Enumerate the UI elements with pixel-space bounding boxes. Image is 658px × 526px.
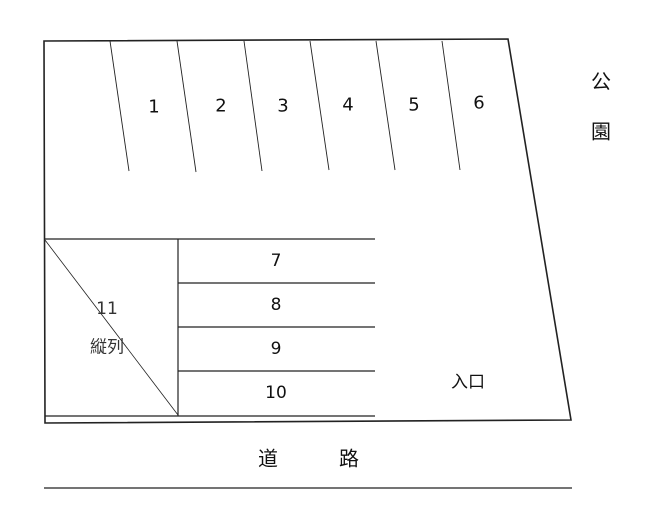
- space-label-11: 11: [96, 299, 118, 319]
- space-label-3: 3: [277, 95, 289, 117]
- space-label-5: 5: [408, 94, 420, 116]
- tandem-note: 縦列: [90, 337, 124, 358]
- road-label-char-1: 道: [258, 446, 278, 471]
- space-divider: [309, 40, 330, 171]
- space-label-10: 10: [265, 383, 287, 403]
- space-label-4: 4: [342, 94, 354, 116]
- space-label-8: 8: [270, 295, 282, 315]
- space-divider: [243, 40, 263, 172]
- space-label-1: 1: [148, 96, 160, 118]
- space-divider: [176, 40, 197, 173]
- space-label-7: 7: [270, 251, 282, 271]
- space-label-2: 2: [215, 95, 227, 117]
- entrance-label: 入口: [451, 372, 485, 393]
- park-label-char-2: 園: [591, 119, 611, 144]
- space-divider: [375, 40, 396, 171]
- space-divider: [109, 40, 130, 172]
- tandem-diagonal: [44, 239, 179, 416]
- park-label-char-1: 公: [591, 69, 611, 94]
- lot-boundary: [43, 38, 572, 424]
- space-label-6: 6: [473, 92, 485, 114]
- space-divider: [441, 40, 461, 171]
- road-label-char-2: 路: [339, 446, 359, 471]
- space-label-9: 9: [270, 339, 282, 359]
